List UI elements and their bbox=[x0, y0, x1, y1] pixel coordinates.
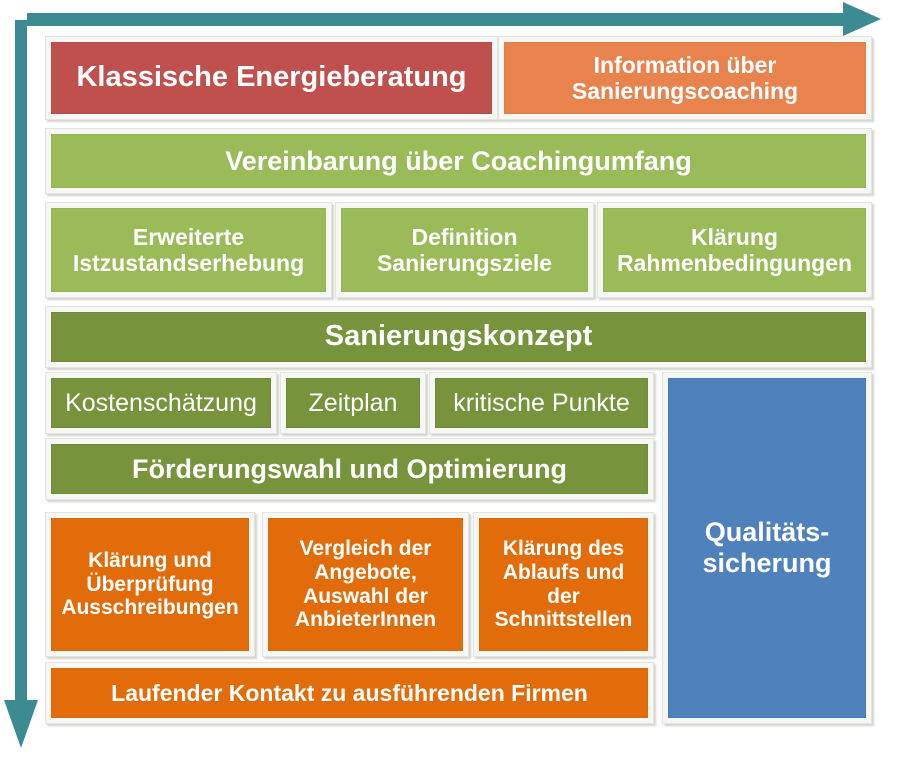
box-label: kritische Punkte bbox=[435, 378, 648, 428]
arrow-right-icon-shaft bbox=[27, 13, 849, 26]
box-label: Klärung und Überprüfung Ausschreibungen bbox=[51, 518, 249, 651]
box-label: Klärung des Ablaufs und der Schnittstell… bbox=[479, 518, 648, 651]
box-label: Kostenschätzung bbox=[51, 378, 271, 428]
box-label: Klassische Energieberatung bbox=[51, 42, 492, 114]
box-label: Klärung Rahmenbedingungen bbox=[603, 208, 866, 292]
box-label: Sanierungskonzept bbox=[51, 312, 866, 362]
box-vereinbarung-coachingumfang[interactable]: Vereinbarung über Coachingumfang bbox=[45, 128, 872, 194]
box-kritische-punkte[interactable]: kritische Punkte bbox=[429, 372, 654, 434]
box-kostenschaetzung[interactable]: Kostenschätzung bbox=[45, 372, 277, 434]
box-label: Vereinbarung über Coachingumfang bbox=[51, 134, 866, 188]
box-label-line-2: sicherung bbox=[702, 548, 832, 578]
box-label: Laufender Kontakt zu ausführenden Firmen bbox=[51, 668, 648, 718]
box-foerderungswahl-optimierung[interactable]: Förderungswahl und Optimierung bbox=[45, 438, 654, 500]
box-label: Vergleich der Angebote, Auswahl der Anbi… bbox=[268, 518, 463, 651]
box-label: Qualitäts- sicherung bbox=[668, 378, 866, 718]
box-klassische-energieberatung[interactable]: Klassische Energieberatung bbox=[45, 36, 498, 120]
box-information-sanierungscoaching[interactable]: Information über Sanierungscoaching bbox=[498, 36, 872, 120]
box-sanierungskonzept[interactable]: Sanierungskonzept bbox=[45, 306, 872, 368]
box-label: Erweiterte Istzustandserhebung bbox=[51, 208, 326, 292]
box-label: Definition Sanierungsziele bbox=[341, 208, 588, 292]
arrow-right-icon-head bbox=[843, 2, 881, 36]
box-zeitplan[interactable]: Zeitplan bbox=[280, 372, 426, 434]
box-klaerung-ueberpruefung-ausschreibungen[interactable]: Klärung und Überprüfung Ausschreibungen bbox=[45, 512, 255, 657]
arrow-down-icon-head bbox=[4, 700, 38, 748]
box-label: Förderungswahl und Optimierung bbox=[51, 444, 648, 494]
box-erweiterte-istzustandserhebung[interactable]: Erweiterte Istzustandserhebung bbox=[45, 202, 332, 298]
box-klaerung-ablauf-schnittstellen[interactable]: Klärung des Ablaufs und der Schnittstell… bbox=[473, 512, 654, 657]
box-laufender-kontakt-firmen[interactable]: Laufender Kontakt zu ausführenden Firmen bbox=[45, 662, 654, 724]
box-label: Information über Sanierungscoaching bbox=[504, 42, 866, 114]
box-qualitaetssicherung[interactable]: Qualitäts- sicherung bbox=[662, 372, 872, 724]
box-label-line-1: Qualitäts- bbox=[704, 517, 830, 548]
box-vergleich-angebote-auswahl[interactable]: Vergleich der Angebote, Auswahl der Anbi… bbox=[262, 512, 469, 657]
box-label: Zeitplan bbox=[286, 378, 420, 428]
box-definition-sanierungsziele[interactable]: Definition Sanierungsziele bbox=[335, 202, 594, 298]
arrow-down-icon-shaft bbox=[15, 20, 27, 706]
box-klaerung-rahmenbedingungen[interactable]: Klärung Rahmenbedingungen bbox=[597, 202, 872, 298]
